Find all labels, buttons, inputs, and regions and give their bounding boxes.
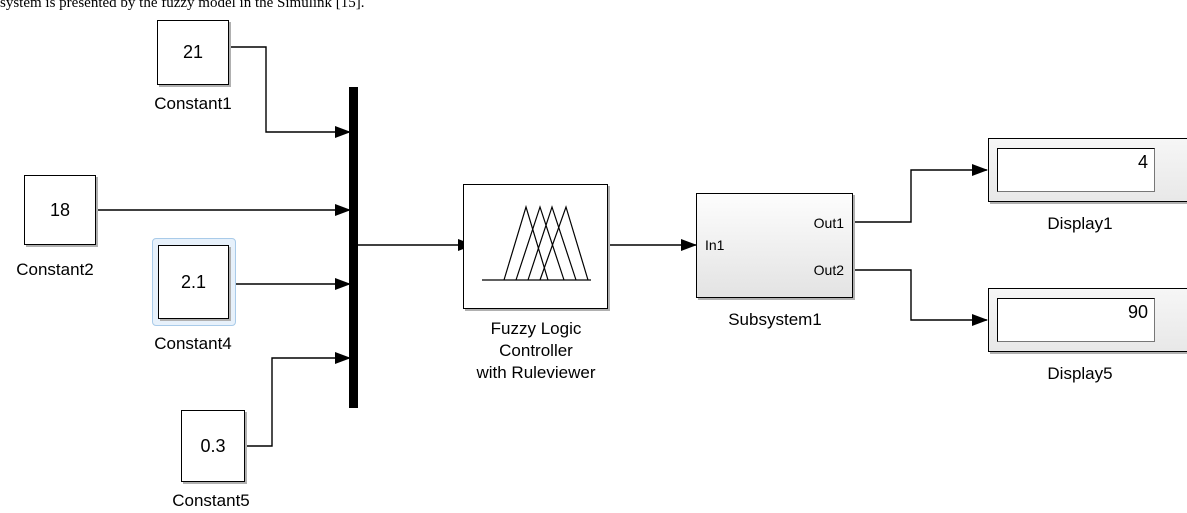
display1-label: Display1 bbox=[1047, 214, 1113, 233]
wire-out1-to-display1 bbox=[853, 164, 988, 223]
wire-out2-to-display5 bbox=[853, 269, 988, 326]
caption-text: system is presented by the fuzzy model i… bbox=[0, 0, 365, 10]
mux-bar[interactable] bbox=[349, 87, 358, 408]
subsystem1-out2-port: Out2 bbox=[813, 262, 844, 278]
constant4-label: Constant4 bbox=[154, 334, 232, 353]
constant1-label: Constant1 bbox=[154, 94, 232, 113]
triangular-membership-functions-icon bbox=[482, 204, 591, 281]
wire-constant5-to-mux bbox=[245, 352, 351, 447]
fuzzy-controller-label: Fuzzy Logic Controller with Ruleviewer bbox=[450, 318, 622, 384]
wire-constant1-to-mux bbox=[229, 46, 351, 138]
constant1-block[interactable]: 21 bbox=[157, 20, 229, 85]
fuzzy-logic-controller-block[interactable] bbox=[463, 184, 608, 309]
display5-readout: 90 bbox=[997, 298, 1155, 342]
constant1-value: 21 bbox=[182, 42, 204, 62]
display1-block[interactable]: 4 bbox=[988, 138, 1187, 202]
constant5-value: 0.3 bbox=[200, 435, 226, 456]
subsystem1-label: Subsystem1 bbox=[728, 310, 822, 329]
subsystem1-in1-port: In1 bbox=[705, 237, 725, 253]
constant5-label: Constant5 bbox=[172, 491, 250, 510]
subsystem1-block[interactable]: In1 Out1 Out2 bbox=[696, 193, 853, 298]
display5-block[interactable]: 90 bbox=[988, 288, 1187, 352]
constant5-block[interactable]: 0.3 bbox=[181, 410, 245, 482]
constant2-value: 18 bbox=[49, 199, 71, 220]
display1-readout: 4 bbox=[997, 148, 1155, 192]
constant4-value: 2.1 bbox=[180, 271, 207, 292]
fuzzy-label-line-3: with Ruleviewer bbox=[476, 363, 596, 382]
subsystem1-out1-port: Out1 bbox=[813, 215, 844, 231]
constant2-block[interactable]: 18 bbox=[24, 175, 96, 245]
constant2-label: Constant2 bbox=[16, 260, 94, 279]
constant4-block[interactable]: 2.1 bbox=[158, 245, 229, 319]
fuzzy-label-line-1: Fuzzy Logic bbox=[490, 319, 582, 338]
fuzzy-label-line-2: Controller bbox=[499, 341, 573, 360]
display5-label: Display5 bbox=[1047, 364, 1113, 383]
